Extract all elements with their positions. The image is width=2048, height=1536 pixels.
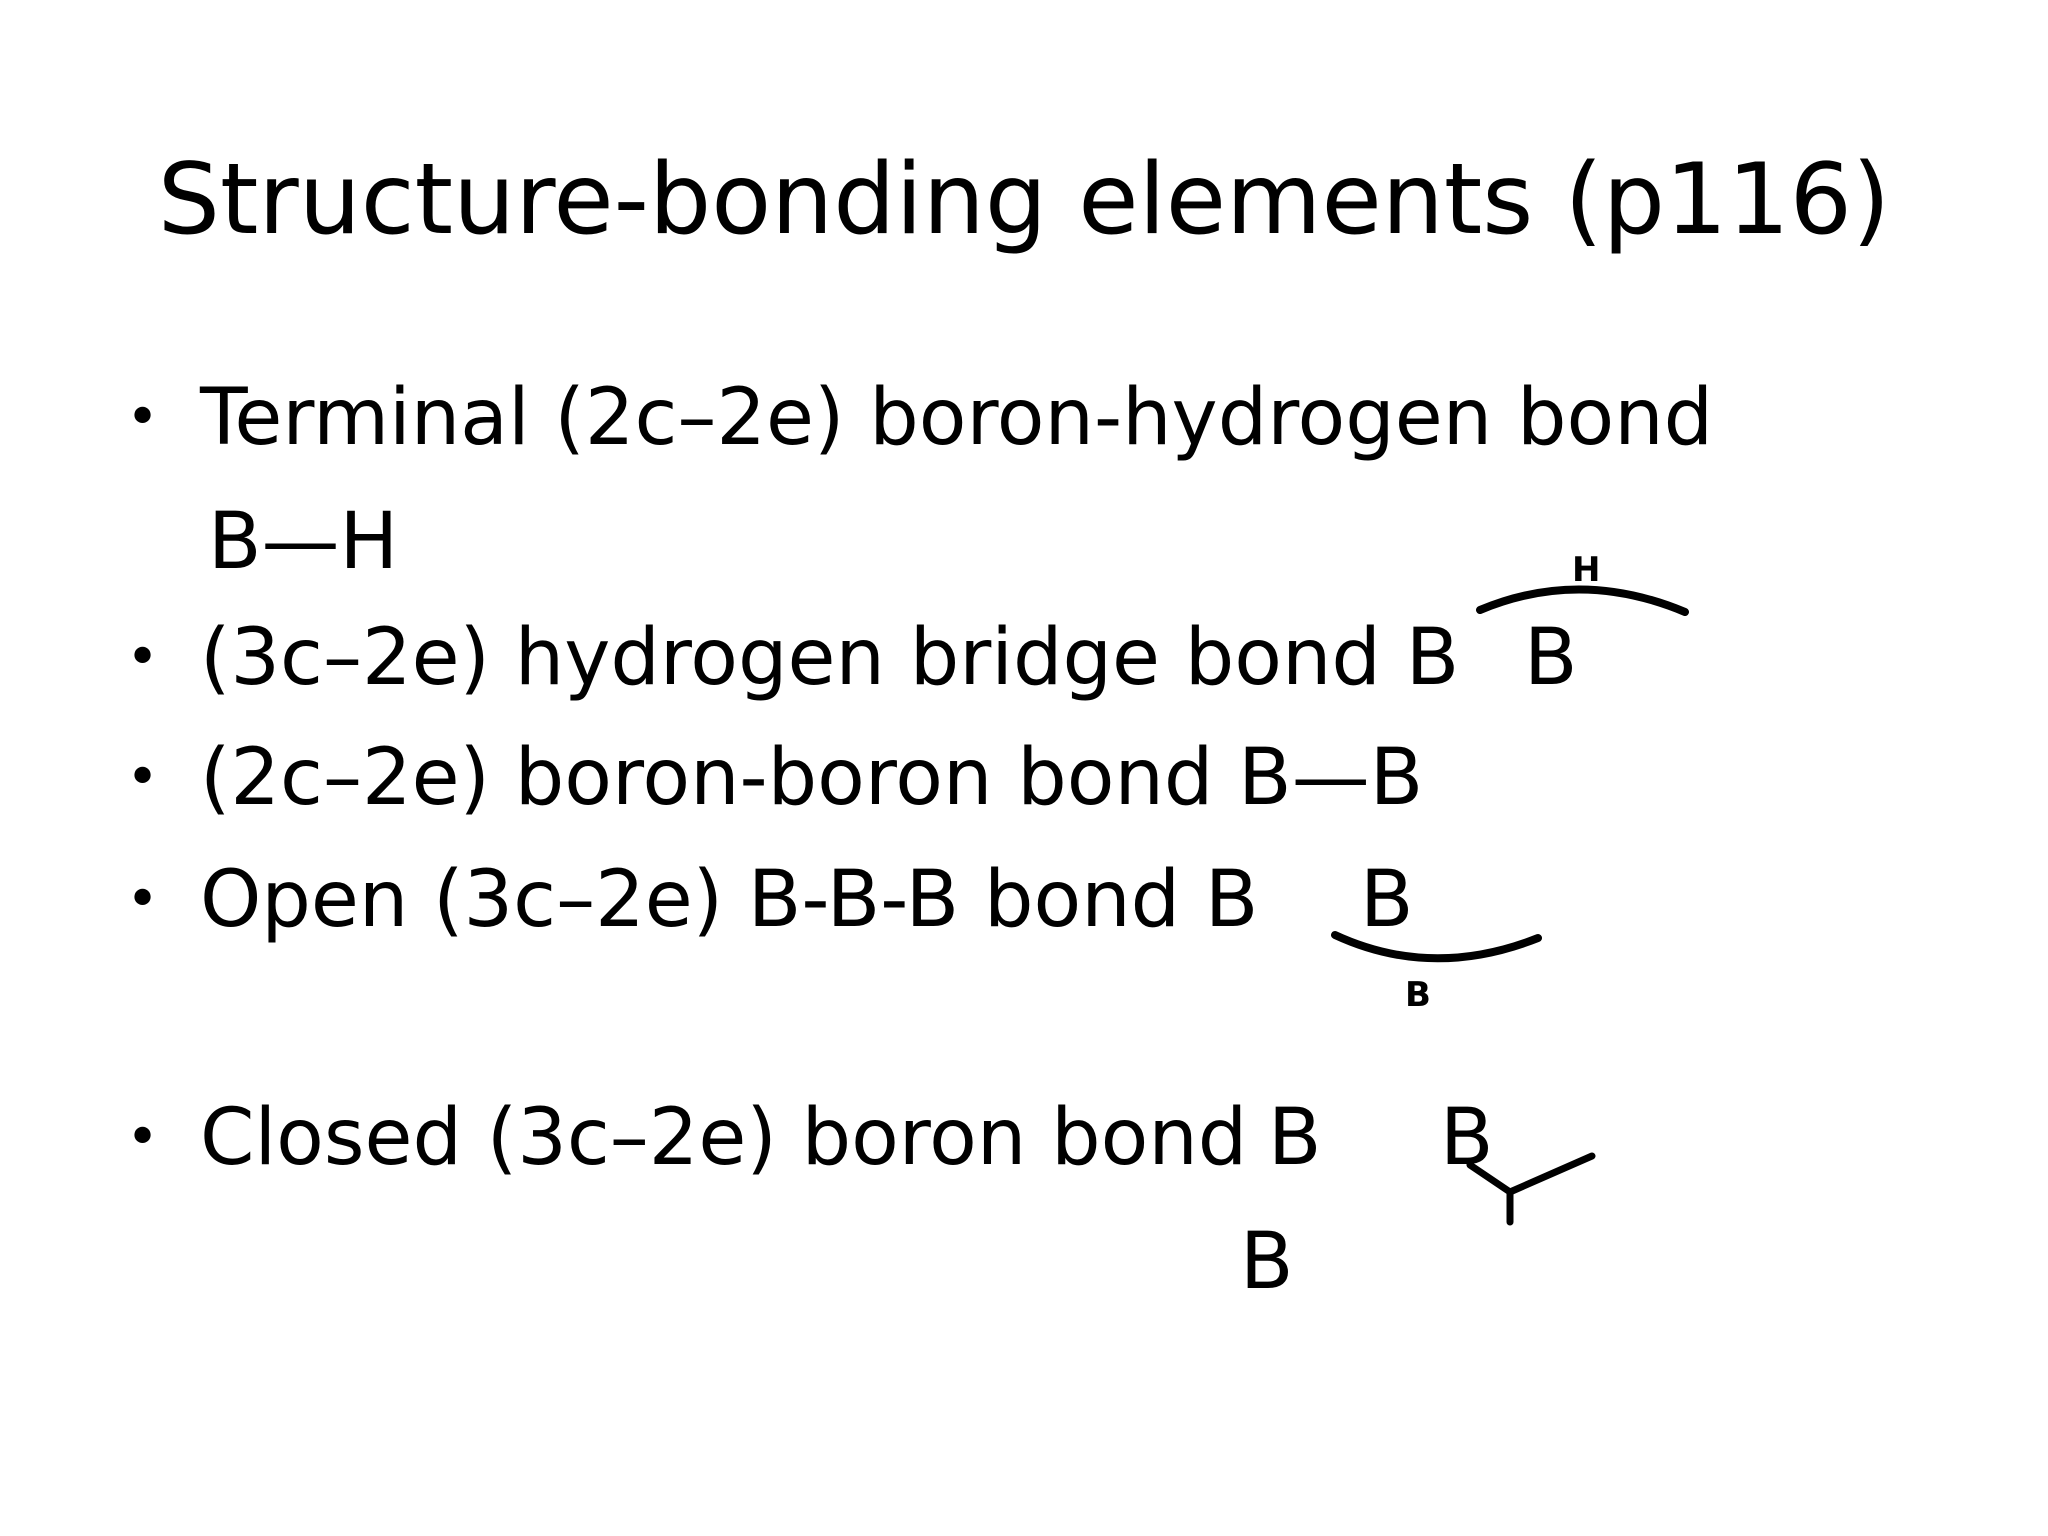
bullet-marker: • bbox=[126, 745, 160, 810]
closed-right-boron: B bbox=[1440, 1093, 1494, 1183]
open-right-boron: B bbox=[1360, 855, 1414, 945]
closed-bottom-boron: B bbox=[1240, 1217, 1294, 1307]
bridge-hydrogen-label: H bbox=[1572, 550, 1601, 590]
bullet-boron-boron: (2c–2e) boron-boron bond B—B bbox=[200, 733, 1424, 823]
bullet-hydrogen-bridge: (3c–2e) hydrogen bridge bond B bbox=[200, 613, 1460, 703]
bullet-marker: • bbox=[126, 385, 160, 450]
hydrogen-bridge-arc bbox=[1476, 585, 1689, 616]
closed-bond-line-right bbox=[1506, 1152, 1596, 1196]
slide-title: Structure-bonding elements (p116) bbox=[157, 143, 1891, 257]
closed-left-boron: B bbox=[1268, 1093, 1322, 1183]
bullet-marker: • bbox=[126, 867, 160, 932]
bullet-open-bond: Open (3c–2e) B-B-B bond B bbox=[200, 855, 1259, 945]
formula-b-h: B—H bbox=[208, 497, 399, 587]
bullet-marker: • bbox=[126, 625, 160, 690]
bullet-terminal-bond: Terminal (2c–2e) boron-hydrogen bond bbox=[200, 373, 1714, 463]
bullet-closed-bond: Closed (3c–2e) boron bond bbox=[200, 1093, 1248, 1183]
open-bottom-boron-label: B bbox=[1405, 975, 1431, 1015]
bridge-right-boron: B bbox=[1524, 613, 1578, 703]
bullet-marker: • bbox=[126, 1105, 160, 1170]
